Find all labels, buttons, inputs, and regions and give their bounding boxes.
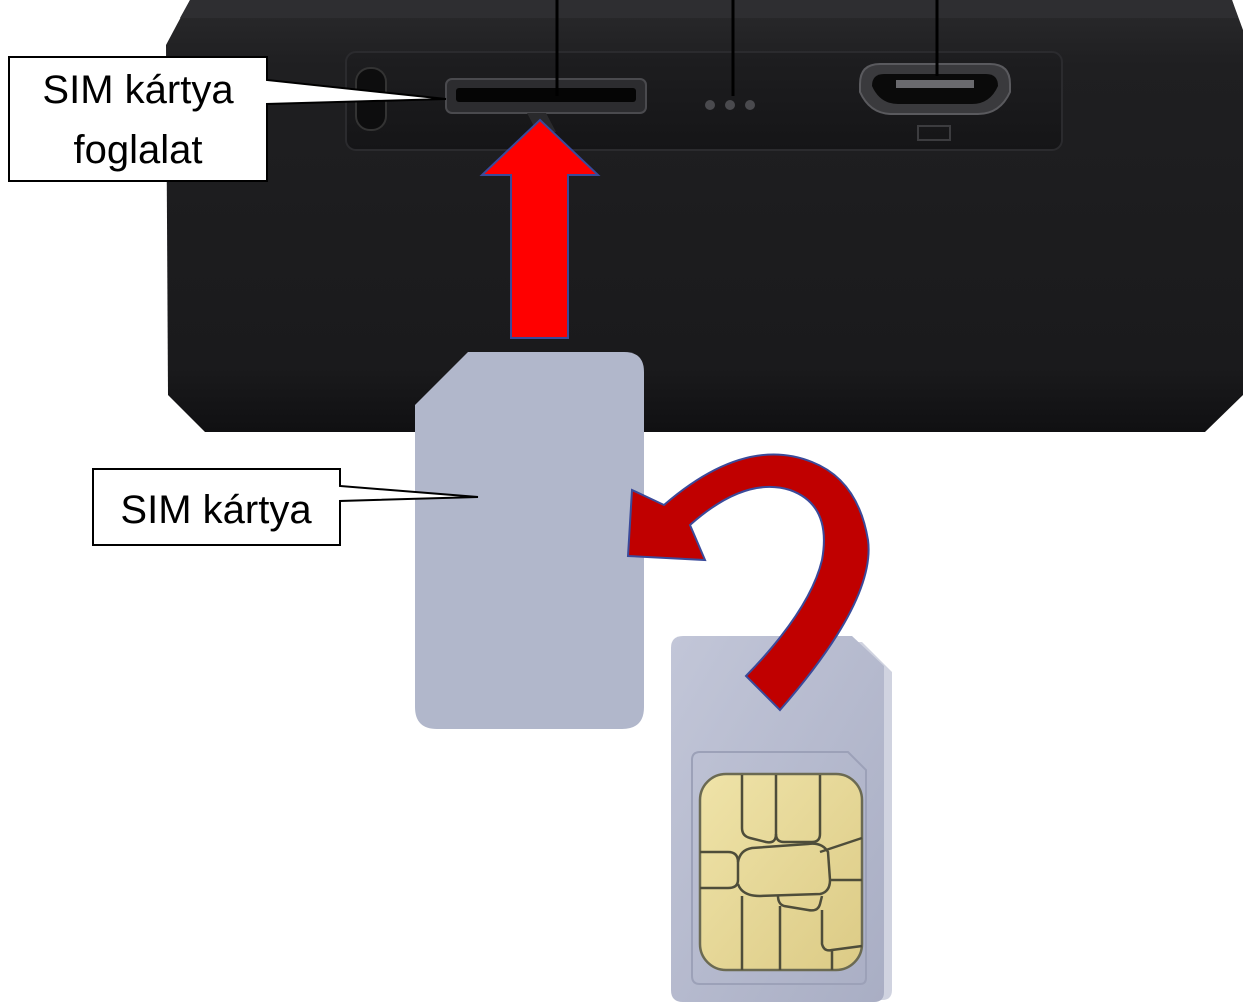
curved-flip-arrow-icon	[626, 453, 870, 712]
sim-chip	[698, 772, 864, 972]
slot-callout: SIM kártya foglalat	[8, 56, 447, 182]
sim-card-with-chip	[671, 636, 892, 1002]
slot-label-line-1: SIM kártya	[42, 68, 234, 112]
card-callout-box	[92, 468, 479, 546]
slot-label-line-2: foglalat	[74, 128, 203, 172]
device-top-edge	[180, 0, 1238, 18]
card-label: SIM kártya	[120, 488, 312, 532]
up-arrow-icon	[479, 118, 601, 339]
sim-card-back	[415, 352, 644, 729]
indicator-leds	[705, 100, 755, 110]
gps-tracker-device	[166, 0, 1243, 432]
card-callout: SIM kártya	[92, 468, 479, 546]
slot-callout-box	[8, 56, 447, 182]
micro-usb-port	[859, 63, 1011, 141]
